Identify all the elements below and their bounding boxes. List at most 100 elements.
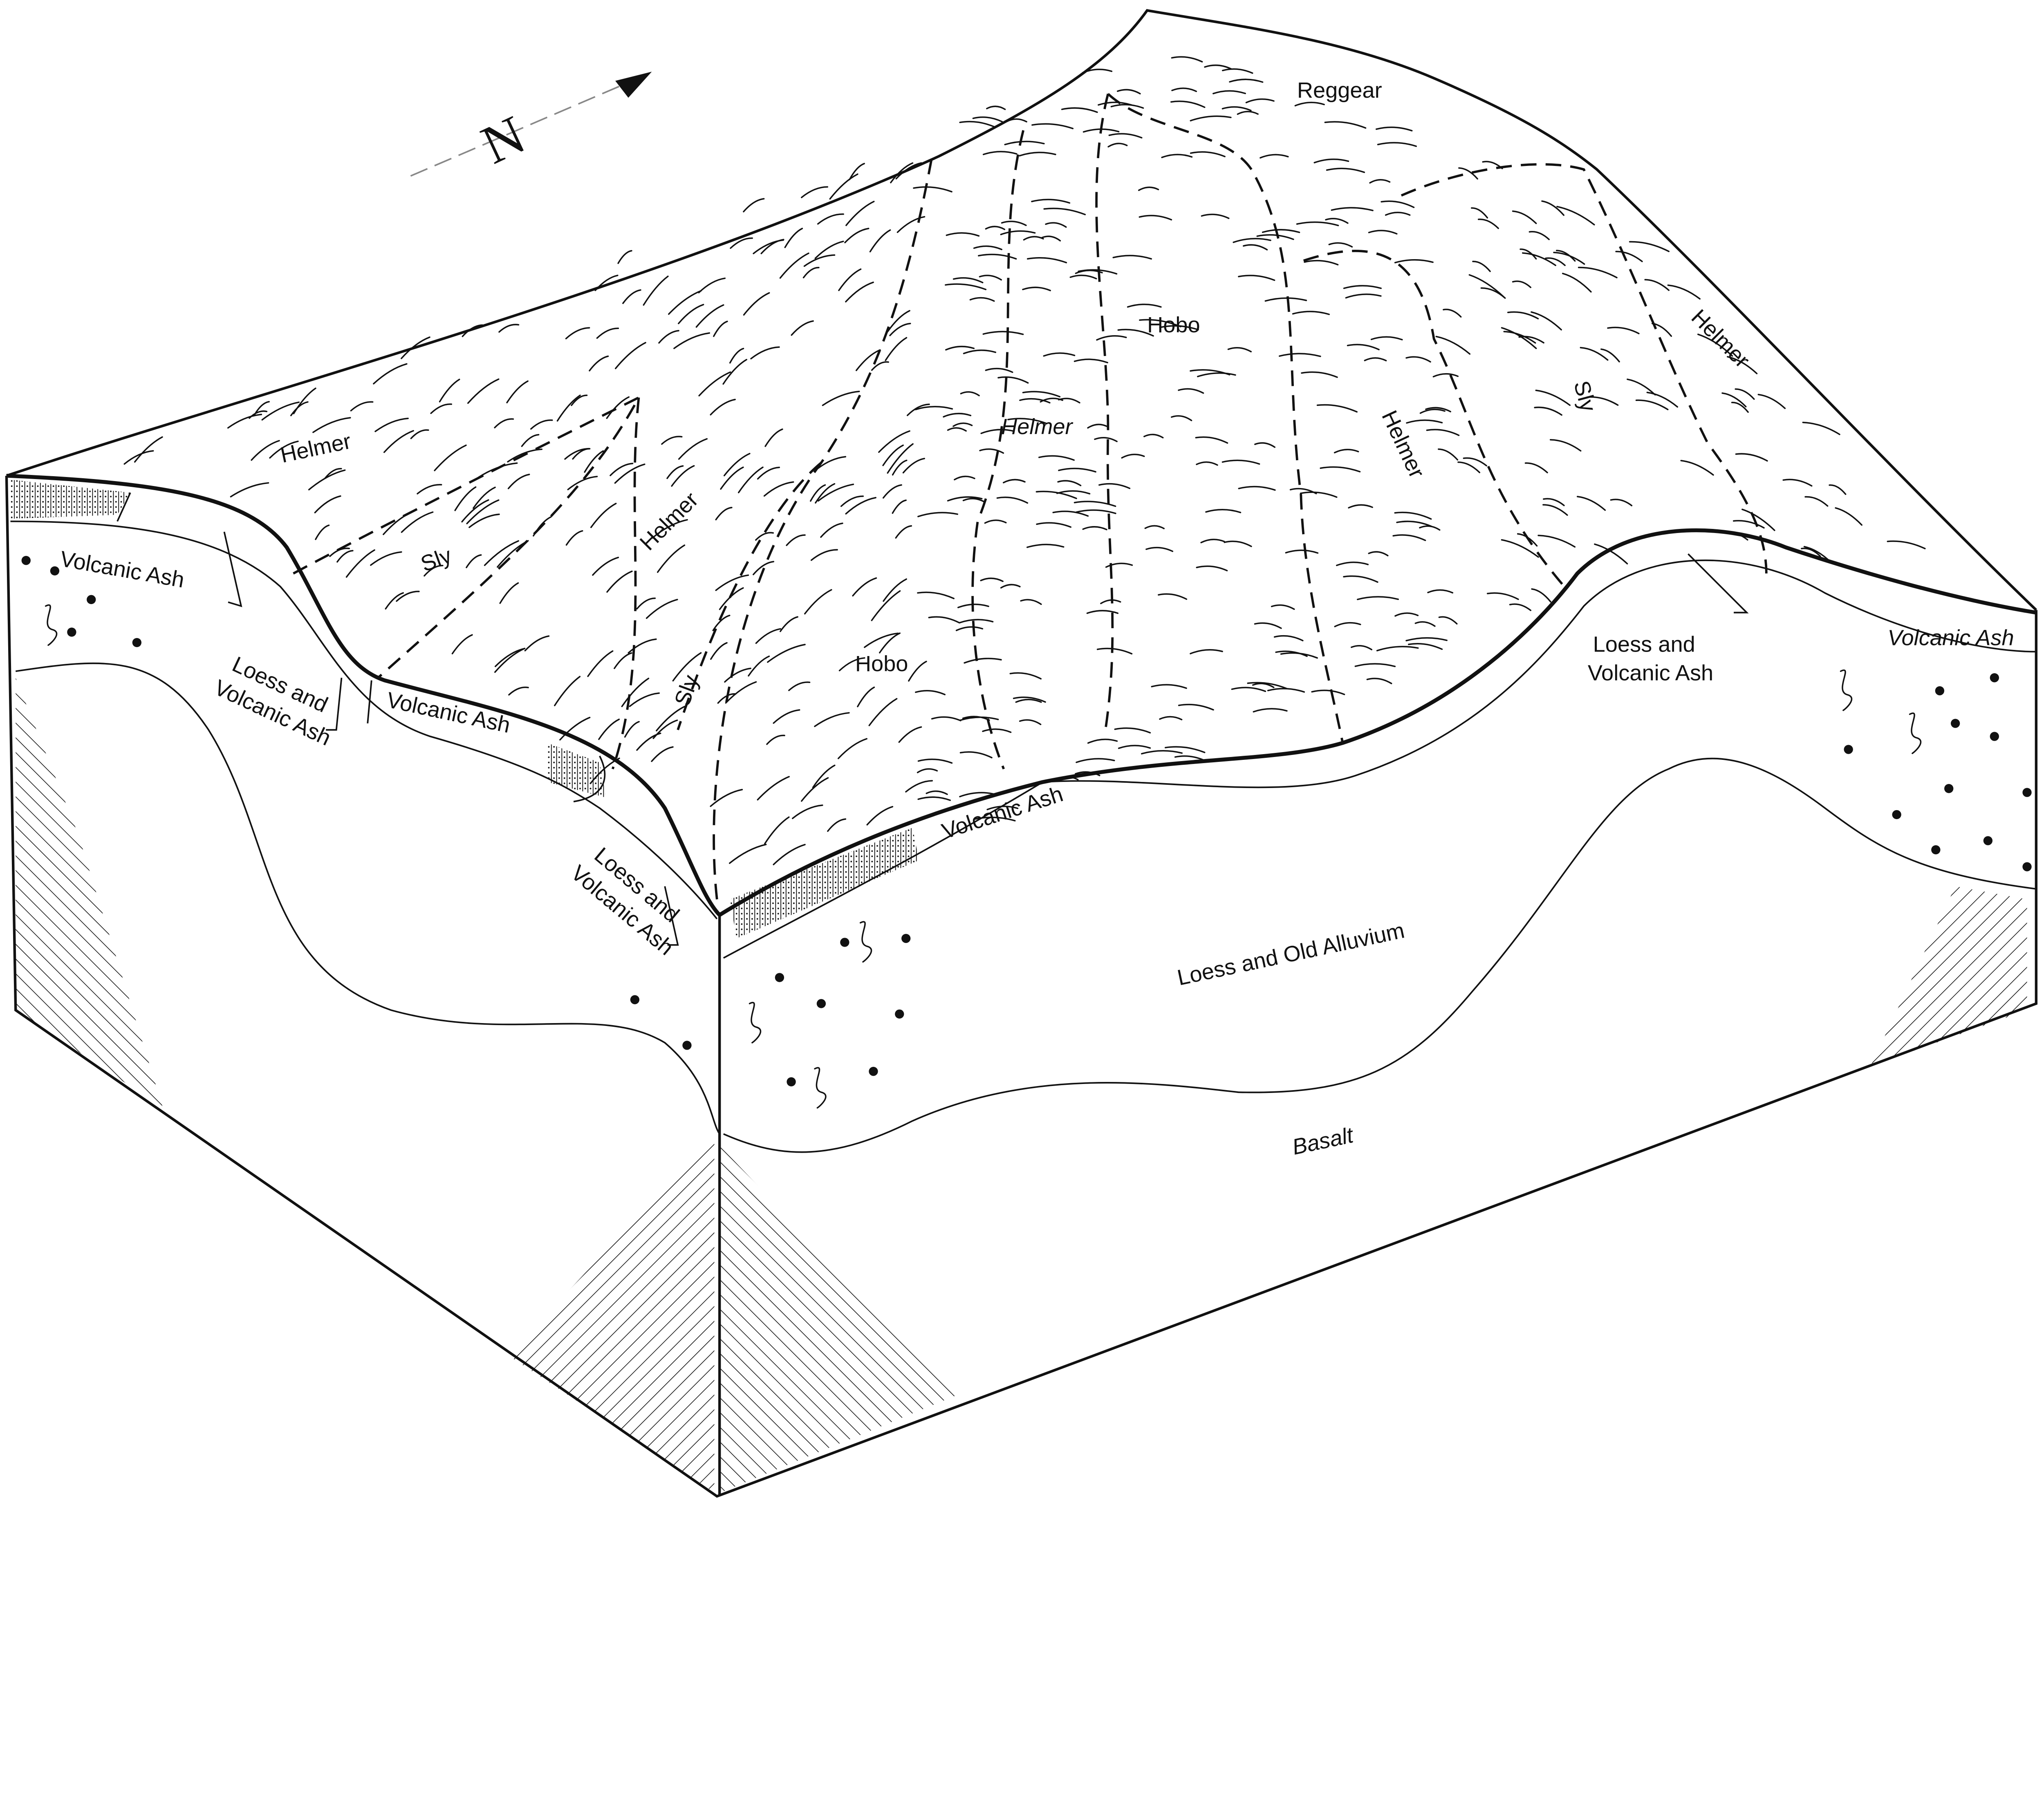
- hachure-mark: [230, 482, 269, 497]
- hachure-mark: [1432, 373, 1459, 378]
- hachure-mark: [737, 466, 764, 493]
- hachure-mark: [497, 540, 529, 568]
- hachure-mark: [1578, 266, 1618, 278]
- hachure-mark: [1394, 259, 1434, 264]
- hachure-mark: [1256, 234, 1294, 240]
- hachure-mark: [1368, 551, 1389, 557]
- hachure-mark: [871, 590, 901, 621]
- hachure-mark: [651, 746, 674, 762]
- hachure-mark: [883, 578, 907, 602]
- hachure-mark: [947, 496, 983, 502]
- hachure-mark: [1425, 407, 1451, 412]
- hachure-mark: [401, 336, 430, 359]
- hachure-mark: [293, 387, 316, 414]
- hachure-mark: [773, 709, 800, 724]
- hachure-mark: [661, 436, 683, 445]
- hachure-mark: [959, 717, 999, 721]
- hachure-mark: [1545, 257, 1566, 266]
- label-basalt: Basalt: [1290, 1123, 1356, 1160]
- map-unit-boundaries: [293, 93, 1768, 900]
- hachure-mark: [1190, 369, 1230, 376]
- hachure-mark: [473, 486, 496, 509]
- hachure-mark: [1267, 688, 1305, 693]
- hachure-mark: [1419, 525, 1441, 531]
- hachure-mark: [978, 253, 1017, 260]
- hachure-mark: [780, 616, 798, 632]
- hachure-mark: [1178, 388, 1204, 394]
- hachure-mark: [1069, 274, 1097, 280]
- north-label: N: [473, 104, 534, 175]
- hachure-mark: [803, 254, 836, 267]
- hachure-mark: [698, 371, 731, 396]
- hachure-mark: [959, 751, 993, 759]
- hachure-mark: [996, 496, 1029, 504]
- hachure-mark: [249, 410, 268, 419]
- hachure-mark: [979, 448, 1004, 454]
- hachure-mark: [817, 484, 854, 502]
- hachure-mark: [1553, 251, 1585, 265]
- hachure-mark: [852, 577, 877, 597]
- hachure-mark: [1294, 101, 1325, 107]
- slope-hachures: [123, 56, 1926, 865]
- hachure-mark: [928, 616, 960, 624]
- hachure-mark: [743, 292, 770, 316]
- hachure-mark: [1586, 396, 1619, 406]
- basalt-hatching: [10, 479, 2027, 1493]
- hachure-mark: [629, 692, 660, 707]
- hachure-mark: [814, 456, 846, 471]
- hachure-mark: [1782, 479, 1813, 487]
- hachure-mark: [1171, 87, 1197, 92]
- hachure-mark: [1022, 287, 1051, 291]
- hachure-mark: [454, 486, 477, 511]
- hachure-mark: [350, 401, 374, 412]
- hachure-mark: [123, 450, 154, 465]
- hachure-mark: [1542, 504, 1568, 516]
- hachure-mark: [748, 655, 770, 677]
- hachure-mark: [1594, 543, 1628, 564]
- hachure-mark: [1757, 394, 1786, 409]
- hachure-mark: [507, 448, 543, 463]
- hachure-mark: [1419, 408, 1446, 414]
- hachure-mark: [960, 391, 980, 396]
- hachure-mark: [953, 422, 973, 427]
- hachure-mark: [1652, 322, 1672, 337]
- hachure-mark: [1178, 703, 1214, 711]
- hachure-mark: [1059, 776, 1079, 781]
- hachure-mark: [1096, 647, 1133, 655]
- hachure-mark: [1801, 547, 1821, 557]
- hachure-mark: [845, 281, 874, 302]
- hachure-mark: [926, 790, 948, 795]
- hachure-mark: [1170, 415, 1192, 421]
- hachure-mark: [336, 550, 354, 563]
- hachure-mark: [985, 367, 1013, 373]
- hachure-mark: [713, 320, 728, 337]
- hachure-mark: [1243, 244, 1268, 251]
- hachure-mark: [1026, 544, 1065, 548]
- hachure-mark: [829, 173, 858, 200]
- hachure-mark: [1438, 448, 1459, 461]
- hachure-mark: [871, 361, 889, 371]
- hachure-mark: [753, 561, 774, 576]
- label-helmer: Helmer: [278, 429, 353, 468]
- hachure-mark: [1443, 309, 1462, 318]
- hachure-mark: [695, 304, 724, 328]
- hachure-mark: [383, 510, 415, 535]
- hachure-mark: [1535, 390, 1571, 406]
- hachure-mark: [755, 628, 781, 644]
- hachure-mark: [1015, 699, 1042, 703]
- hachure-mark: [1357, 596, 1399, 600]
- hachure-mark: [743, 198, 765, 213]
- hachure-mark: [895, 162, 922, 179]
- hachure-mark: [1304, 260, 1339, 266]
- hachure-mark: [227, 414, 262, 429]
- hachure-mark: [1138, 186, 1159, 191]
- hachure-mark: [720, 466, 744, 490]
- hachure-mark: [973, 245, 1002, 251]
- hachure-mark: [1271, 604, 1295, 610]
- hachure-mark: [656, 705, 686, 732]
- hachure-mark: [1375, 126, 1413, 132]
- hachure-mark: [908, 661, 927, 682]
- hachure-mark: [1501, 539, 1539, 558]
- hachure-mark: [1482, 161, 1503, 170]
- hachure-mark: [1045, 222, 1067, 228]
